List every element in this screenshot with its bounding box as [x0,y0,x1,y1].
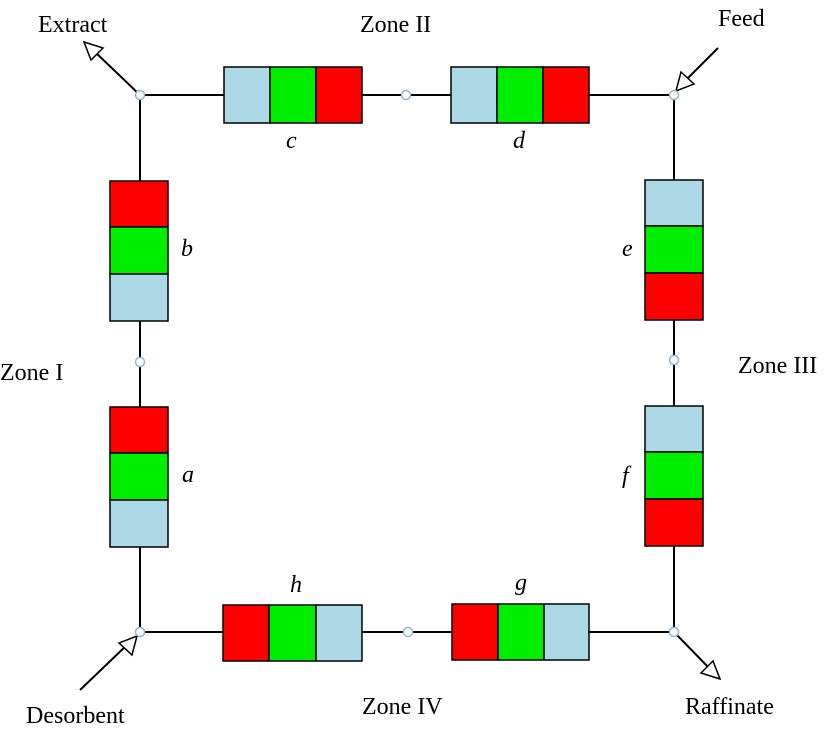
column-b-segment-blue [109,273,169,322]
column-d-label: d [513,128,526,154]
column-a-segment-blue [109,499,169,548]
column-a [109,406,169,548]
feed-arrow [674,47,719,93]
column-d-segment-green [496,66,544,124]
desorbent-arrow-line [79,643,129,691]
feed-arrow-head [674,70,696,93]
column-e-label: e [622,236,633,262]
zone-i-label: Zone I [0,360,63,386]
column-d-segment-red [542,66,590,124]
zone-iv-label: Zone IV [362,694,443,720]
column-f-segment-red [644,498,704,547]
column-b [109,180,169,322]
column-c [223,66,363,124]
desorbent-arrow-head [117,634,139,657]
column-b-segment-green [109,226,169,275]
node-bottom-right [668,626,680,638]
node-right-middle [668,354,680,366]
column-h-segment-red [222,604,270,662]
column-b-segment-red [109,180,169,228]
column-b-label: b [181,236,193,262]
raffinate-arrow-line [673,631,711,670]
raffinate-label: Raffinate [685,694,774,720]
node-top-left [134,89,146,101]
column-g-segment-blue [543,603,590,661]
node-bottom-middle [402,626,414,638]
column-e-segment-green [644,225,704,274]
feed-label: Feed [718,6,765,32]
extract-arrow-line [94,51,141,96]
column-f-label: f [622,463,632,489]
column-a-segment-red [109,406,169,454]
column-c-segment-red [315,66,363,124]
column-f-segment-green [644,451,704,500]
extract-label: Extract [38,12,108,38]
node-top-right [668,89,680,101]
pipe-network [139,94,675,633]
junction-nodes [134,89,680,638]
node-bottom-left [134,626,146,638]
column-d-segment-blue [450,66,498,124]
column-e-segment-red [644,272,704,321]
extract-arrow-head [82,40,105,62]
raffinate-arrow [673,631,722,681]
column-g [451,603,590,661]
column-g-segment-green [497,603,545,661]
column-f-segment-blue [644,405,704,453]
column-h-label: h [290,572,302,598]
column-a-segment-green [109,452,169,501]
column-h-segment-green [268,604,317,662]
column-h-segment-blue [315,604,363,662]
column-c-segment-green [269,66,317,124]
extract-arrow [82,40,141,96]
zone-ii-label: Zone II [360,12,431,38]
feed-arrow-line [683,47,719,83]
zone-iii-label: Zone III [738,353,817,379]
column-g-segment-red [451,603,499,661]
raffinate-arrow-head [699,659,722,681]
column-d [450,66,590,124]
column-c-label: c [286,128,297,154]
column-h [222,604,363,662]
node-left-middle [134,356,146,368]
column-e-segment-blue [644,179,704,227]
column-e [644,179,704,321]
column-c-segment-blue [223,66,271,124]
desorbent-label: Desorbent [26,703,125,729]
column-f [644,405,704,547]
node-top-middle [400,89,412,101]
column-g-label: g [515,570,527,596]
desorbent-arrow [79,634,139,691]
column-a-label: a [182,462,194,488]
